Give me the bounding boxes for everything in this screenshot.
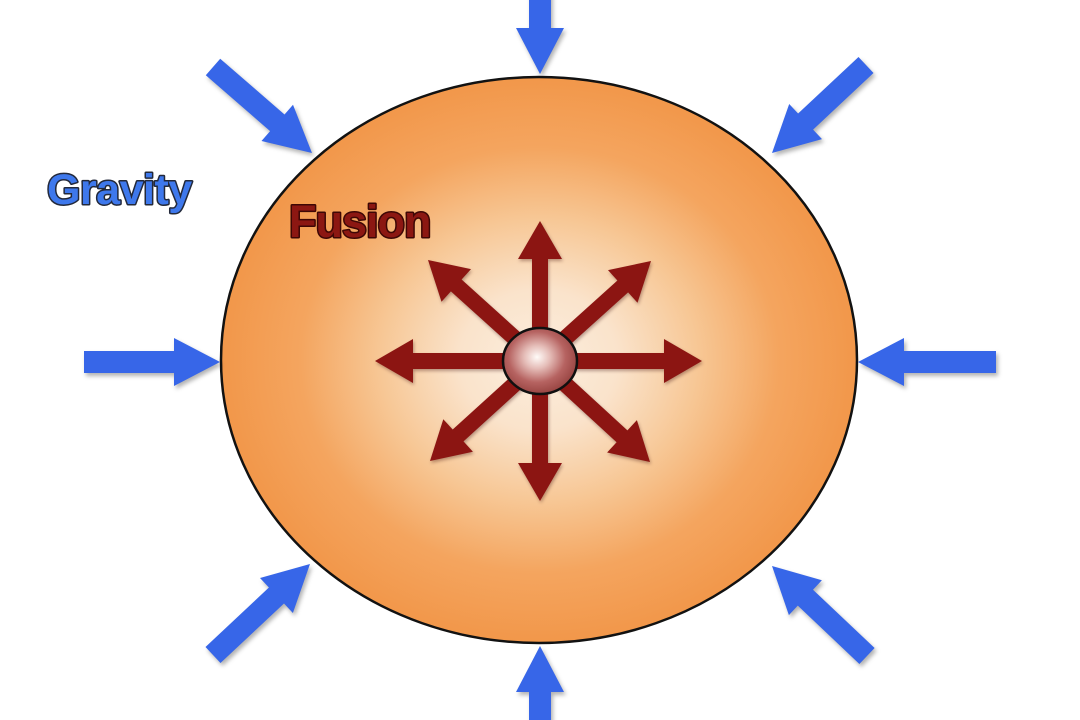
fusion-arrow-left	[375, 339, 540, 383]
gravity-label: Gravity	[47, 166, 192, 214]
fusion-label: Fusion	[289, 196, 430, 247]
gravity-arrow-group	[84, 0, 996, 720]
gravity-arrow-top	[516, 0, 564, 74]
gravity-arrow-left	[84, 338, 220, 386]
gravity-arrow-lower-left	[205, 564, 310, 663]
fusion-arrow-down	[518, 361, 562, 501]
gravity-arrow-upper-left	[205, 58, 312, 154]
gravity-arrow-upper-right	[772, 57, 874, 153]
fusion-arrow-right	[540, 339, 702, 383]
gravity-arrow-right	[858, 338, 996, 386]
gravity-arrow-bottom	[516, 646, 564, 720]
core-sphere	[501, 326, 579, 396]
fusion-arrow-group	[375, 221, 702, 501]
gravity-arrow-lower-right	[772, 566, 875, 664]
fusion-arrow-up	[518, 221, 562, 361]
